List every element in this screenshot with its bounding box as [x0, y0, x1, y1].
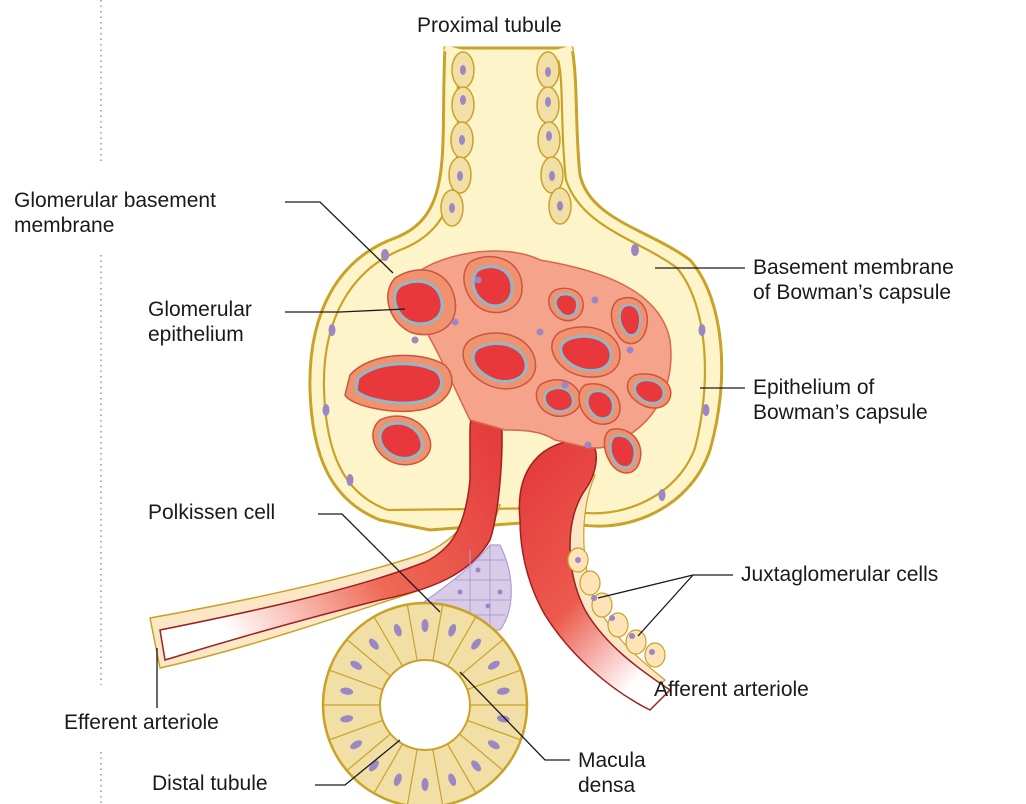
label-macula-densa: Macula densa	[578, 748, 646, 798]
label-distal-tubule: Distal tubule	[152, 771, 268, 796]
label-polkissen-cell: Polkissen cell	[148, 500, 275, 525]
distal-cell-nucleus	[422, 778, 429, 791]
label-juxtaglomerular-cells: Juxtaglomerular cells	[741, 562, 938, 587]
label-proximal-tubule: Proximal tubule	[417, 13, 562, 38]
distal-cell-nucleus	[422, 619, 429, 632]
label-afferent-arteriole: Afferent arteriole	[654, 677, 809, 702]
label-glomerular-epithelium: Glomerular epithelium	[148, 297, 252, 347]
label-glomerular-basement-membrane: Glomerular basement membrane	[14, 188, 216, 238]
distal-tubule	[323, 603, 527, 804]
label-basement-membrane-bowmans-capsule: Basement membrane of Bowman’s capsule	[753, 255, 954, 305]
label-efferent-arteriole: Efferent arteriole	[64, 710, 219, 735]
label-epithelium-bowmans-capsule: Epithelium of Bowman’s capsule	[753, 375, 928, 425]
